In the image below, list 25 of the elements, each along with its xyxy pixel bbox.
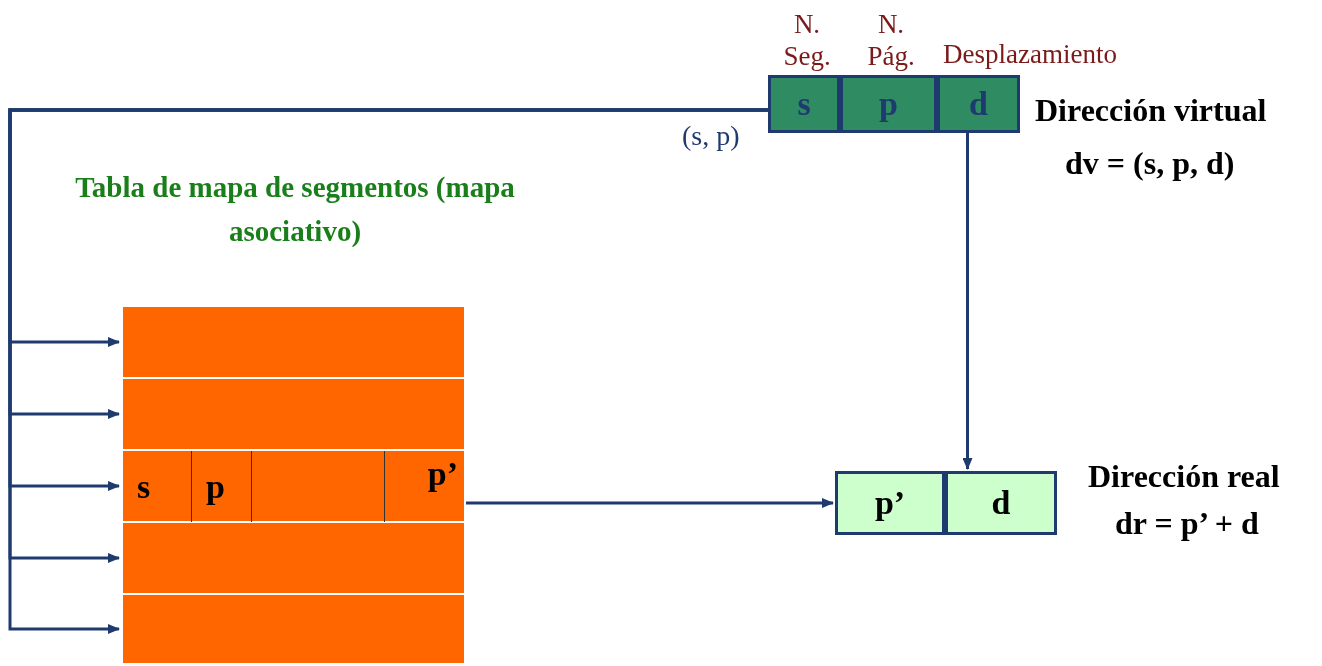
cell-value: p’ <box>427 455 458 493</box>
table-row <box>122 306 465 378</box>
cell-value: p’ <box>874 484 906 522</box>
field-caption: N. Pág. <box>866 8 916 72</box>
address-title: Dirección real <box>1088 458 1280 495</box>
arrow <box>962 133 973 470</box>
address-field-cell <box>835 471 945 535</box>
cell-value: s <box>797 85 811 123</box>
cell-value: d <box>969 85 988 123</box>
address-formula: dr = p’ + d <box>1115 505 1259 542</box>
address-title: Dirección virtual <box>1035 92 1267 129</box>
table-row <box>122 450 465 522</box>
arrow <box>466 498 834 508</box>
table-row <box>122 522 465 594</box>
table-title: Tabla de mapa de segmentos (mapa asociativo) <box>74 170 516 249</box>
table-row <box>122 378 465 450</box>
cell-value: p <box>879 85 898 123</box>
field-caption: Desplazamiento <box>942 38 1118 70</box>
cell-value: s <box>137 468 151 506</box>
address-field-cell <box>945 471 1057 535</box>
field-caption: N. Seg. <box>782 8 832 72</box>
address-formula: dv = (s, p, d) <box>1065 145 1235 182</box>
cell-value: d <box>991 484 1011 522</box>
table-row <box>122 594 465 664</box>
cell-value: p <box>206 468 225 506</box>
